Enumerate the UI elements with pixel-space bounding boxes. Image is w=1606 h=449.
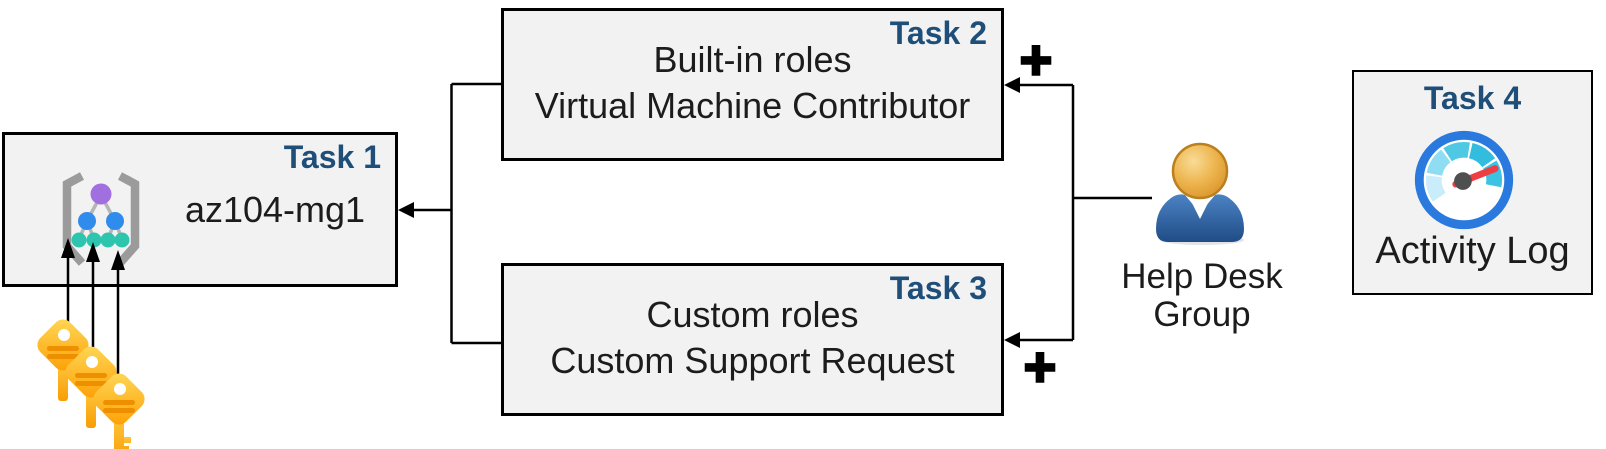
tree-node	[106, 212, 124, 230]
management-group-name: az104-mg1	[184, 188, 366, 230]
help-desk-group-label: Help Desk Group	[1092, 258, 1312, 334]
task1-content: az104-mg1	[5, 135, 395, 284]
tree-leaf	[86, 232, 102, 248]
user-icon	[1154, 139, 1246, 245]
bracket-connector	[412, 82, 501, 345]
gauge-icon	[1412, 128, 1516, 232]
activity-log-label: Activity Log	[1375, 230, 1570, 272]
person-collar	[1188, 195, 1212, 219]
task1-box: Task 1	[2, 132, 398, 287]
task2-text: Built-in roles Virtual Machine Contribut…	[504, 37, 1001, 129]
tree-leaf	[71, 232, 87, 248]
help-desk-line2: Group	[1153, 295, 1251, 334]
management-group-icon	[49, 171, 153, 269]
task2-line1: Built-in roles	[653, 39, 852, 80]
keys-icon	[18, 298, 198, 449]
task3-box: Task 3 Custom roles Custom Support Reque…	[501, 263, 1004, 416]
gauge-segments	[1426, 142, 1502, 202]
plus-sign-task2: +	[1018, 28, 1053, 91]
task3-line2: Custom Support Request	[550, 340, 955, 381]
task3-text: Custom roles Custom Support Request	[504, 292, 1001, 384]
tree-leaf	[114, 232, 130, 248]
task4-box: Task 4 Activity Log	[1352, 70, 1593, 295]
person-head	[1171, 142, 1229, 200]
task2-label: Task 2	[889, 15, 987, 51]
task3-line1: Custom roles	[646, 294, 859, 335]
gauge-hub	[1454, 172, 1472, 190]
key-icon	[93, 373, 145, 449]
task2-line2: Virtual Machine Contributor	[534, 85, 971, 126]
task2-box: Task 2 Built-in roles Virtual Machine Co…	[501, 8, 1004, 161]
tree-leaf	[100, 232, 116, 248]
tree-node	[78, 212, 96, 230]
task1-label: Task 1	[283, 139, 381, 175]
task3-label: Task 3	[889, 270, 987, 306]
tree-root-node	[90, 183, 112, 205]
task4-label: Task 4	[1423, 80, 1522, 116]
help-desk-line1: Help Desk	[1121, 257, 1283, 296]
arrowhead-to-task1	[398, 202, 414, 218]
tree-edges	[77, 194, 124, 240]
plus-sign-task3: +	[1022, 335, 1057, 398]
